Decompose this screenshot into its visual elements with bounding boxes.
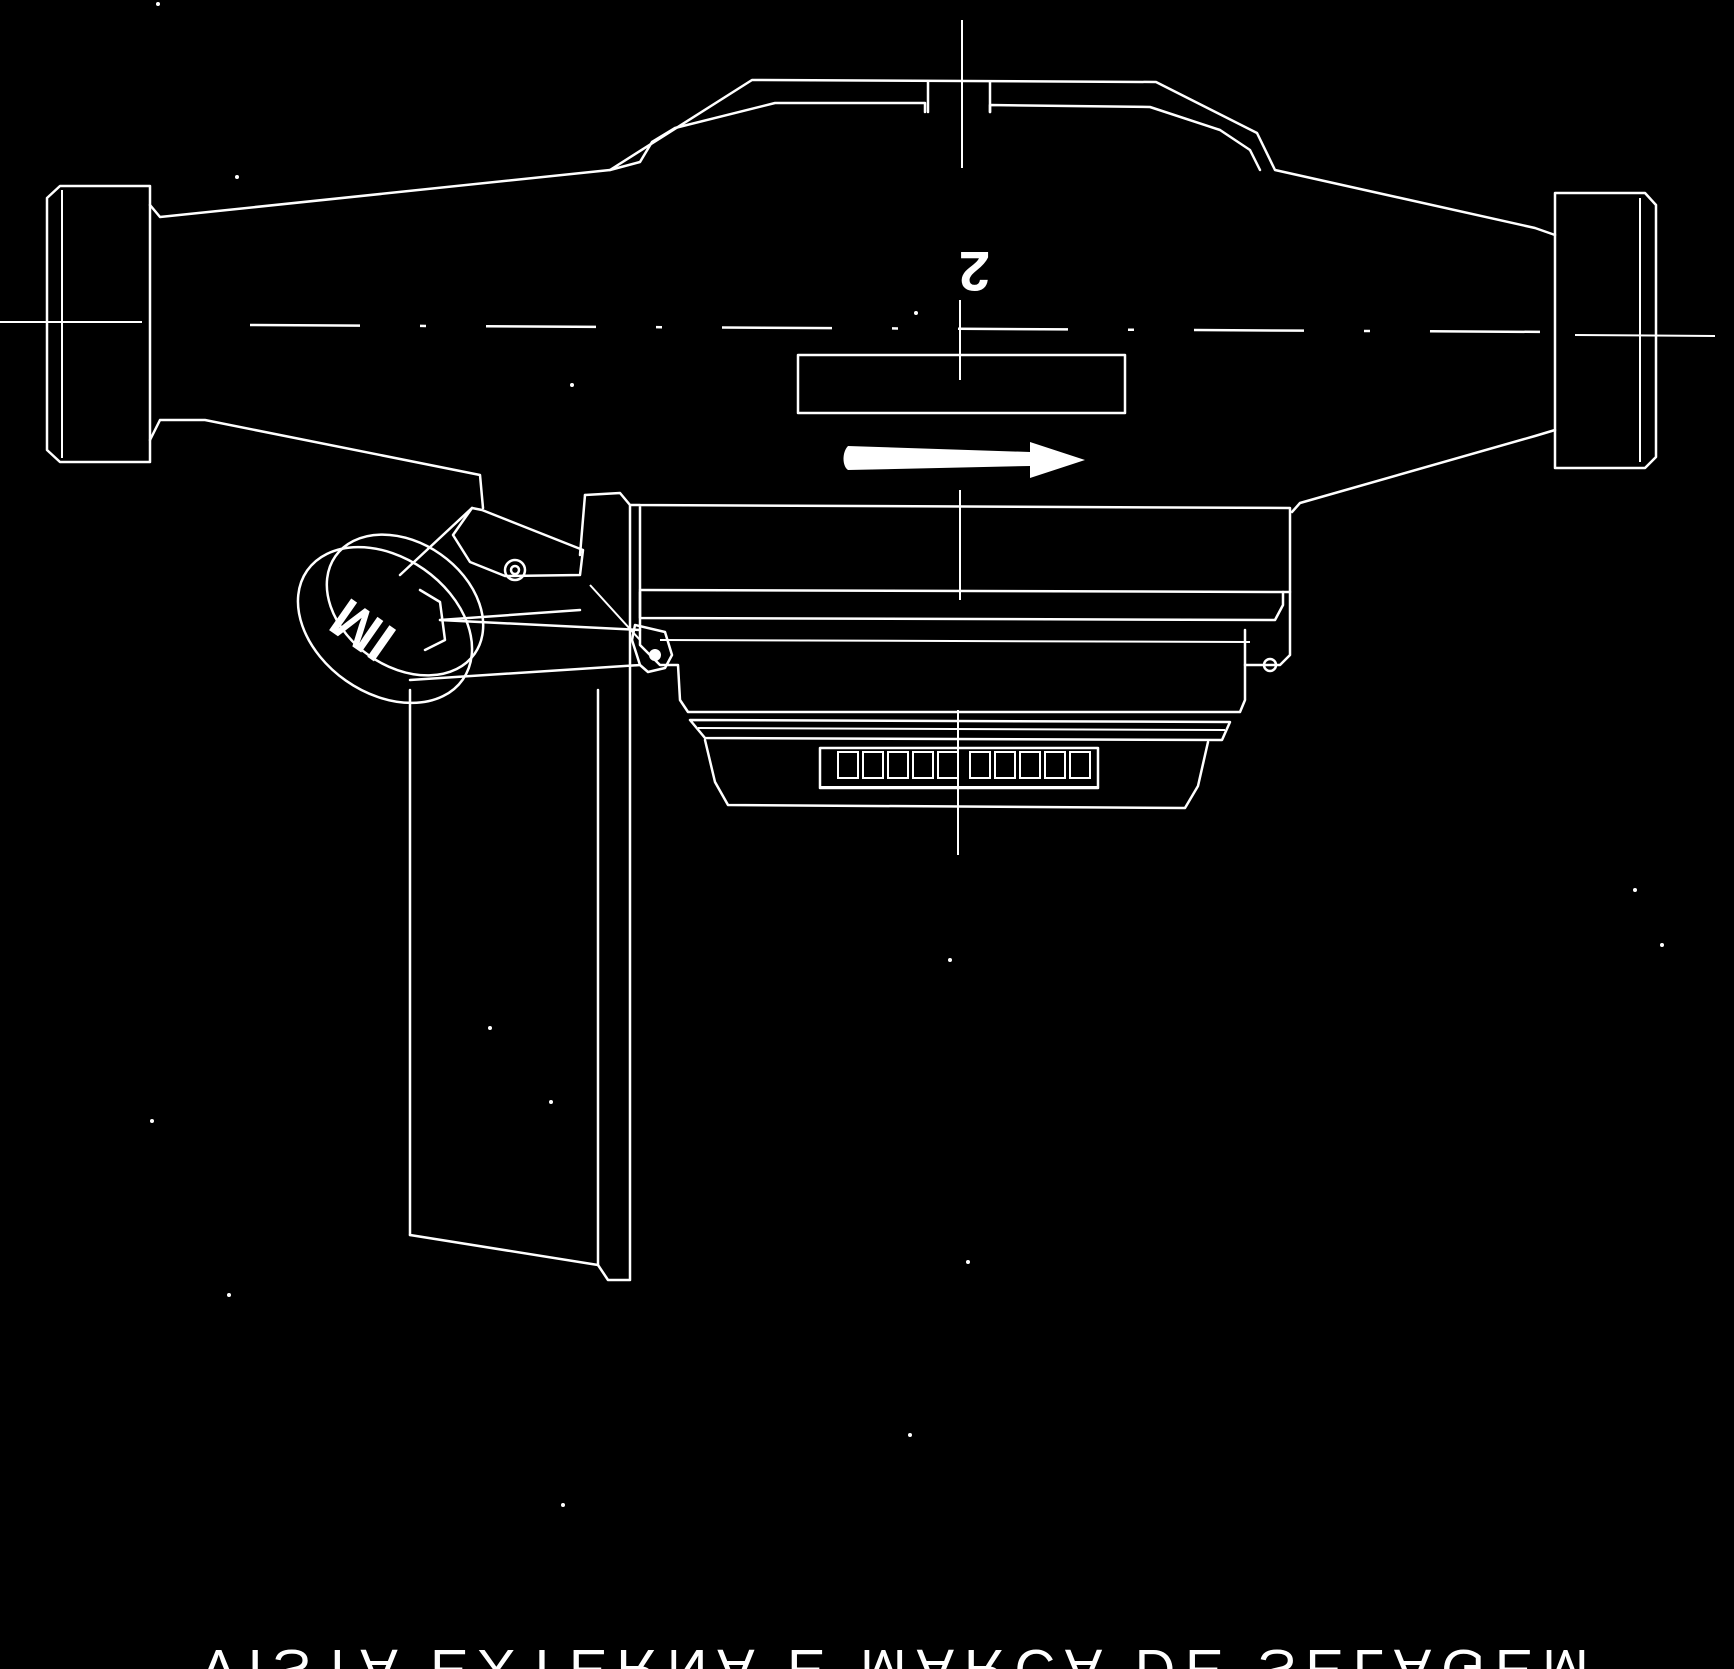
register-housing — [628, 503, 1292, 810]
drawing-caption: VISTA EXTERNA E MARCA DE SELAGEM — [200, 1638, 1599, 1669]
body-label: 2 — [959, 240, 990, 303]
flow-arrow-icon — [843, 442, 1085, 478]
left-flange — [45, 184, 152, 464]
nameplate — [796, 353, 1127, 415]
meter-body — [148, 78, 1557, 514]
digit-window — [818, 746, 1100, 790]
center-lines — [0, 20, 1716, 855]
seal-bracket — [398, 506, 674, 682]
scan-noise — [150, 2, 1664, 1507]
hinged-cover — [408, 491, 632, 1282]
seal-mark: IM — [319, 587, 406, 674]
seal-disc: IM — [296, 533, 485, 705]
right-flange — [1553, 191, 1658, 470]
